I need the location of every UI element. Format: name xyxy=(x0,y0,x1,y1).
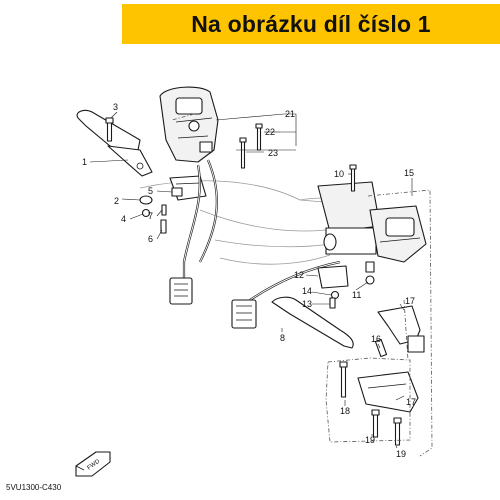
callout-22: 22 xyxy=(265,127,275,137)
leader-lines xyxy=(89,111,413,449)
cable-8 xyxy=(231,260,341,329)
callout-5: 5 xyxy=(148,186,153,196)
assembly-boundaries xyxy=(171,113,433,457)
callout-19a: 18 xyxy=(340,406,350,416)
callout-16: 17 xyxy=(406,397,416,407)
callout-1: 1 xyxy=(82,157,87,167)
callout-18: 17 xyxy=(405,296,415,306)
callout-7: 7 xyxy=(148,211,153,221)
callout-14: 14 xyxy=(302,286,312,296)
callout-20: 19 xyxy=(396,449,406,459)
callout-8: 8 xyxy=(280,333,285,343)
bolt-3 xyxy=(105,117,114,142)
fwd-arrow-icon: FWD xyxy=(75,451,111,477)
clutch-lever xyxy=(76,109,153,177)
left-switch-housing xyxy=(159,86,219,163)
small-parts-right xyxy=(317,261,375,309)
left-wiring xyxy=(169,159,218,305)
callout-4: 4 xyxy=(121,214,126,224)
callout-labels: 3 1 21 22 23 5 2 7 4 6 10 15 12 14 11 13… xyxy=(82,102,416,459)
callout-6: 6 xyxy=(148,234,153,244)
callout-3: 3 xyxy=(113,102,118,112)
banner-title: Na obrázku díl číslo 1 xyxy=(191,10,431,37)
screw-22 xyxy=(255,123,263,151)
right-switch-housing xyxy=(369,205,427,263)
callout-17: 16 xyxy=(371,334,381,344)
callout-10: 10 xyxy=(334,169,344,179)
brake-lever-right xyxy=(271,296,354,349)
part-number-banner: Na obrázku díl číslo 1 xyxy=(122,4,500,44)
diagram-code: 5VU1300-C430 xyxy=(6,483,62,492)
callout-15: 15 xyxy=(404,168,414,178)
small-parts-left xyxy=(139,187,183,234)
part-17-18 xyxy=(374,305,425,358)
callout-21: 21 xyxy=(285,109,295,119)
callout-2: 2 xyxy=(114,196,119,206)
callout-23: 23 xyxy=(268,148,278,158)
bracket-16 xyxy=(339,361,419,446)
callout-19b: 19 xyxy=(365,435,375,445)
callout-12: 12 xyxy=(294,270,304,280)
screw-23 xyxy=(239,137,247,169)
callout-13: 13 xyxy=(302,299,312,309)
callout-11: 11 xyxy=(352,290,361,300)
